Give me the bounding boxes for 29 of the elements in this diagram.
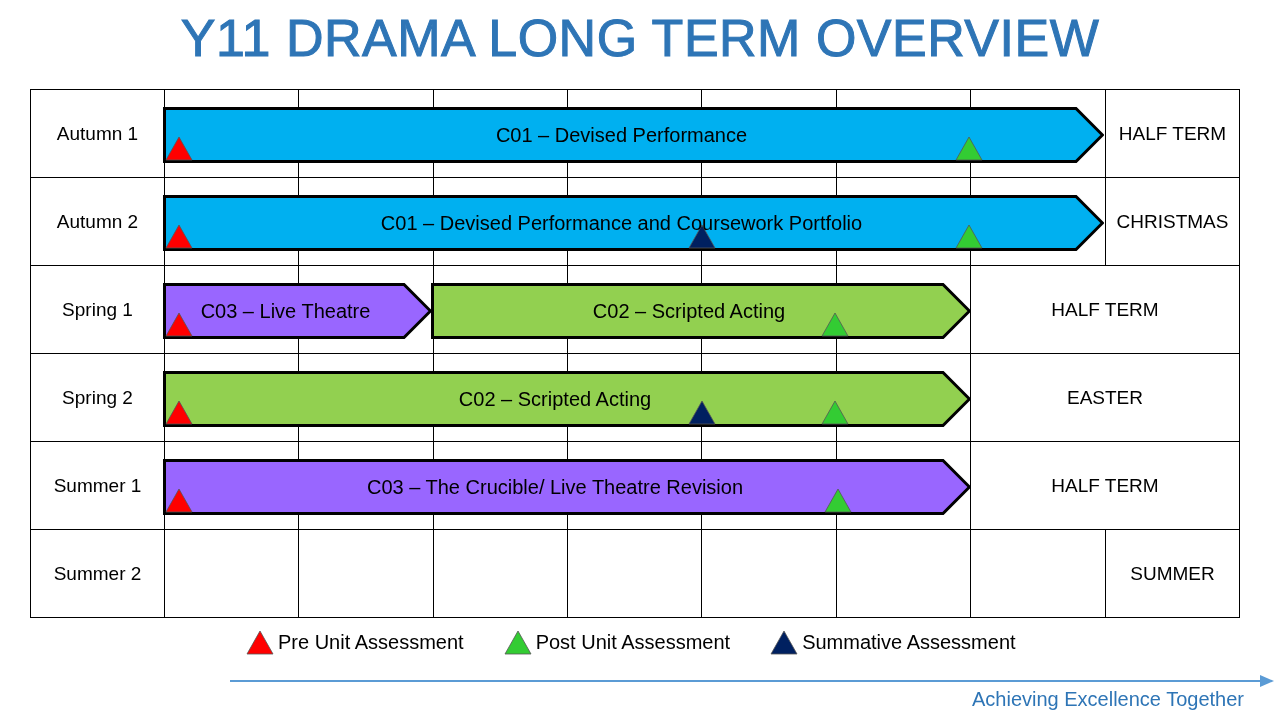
legend-text: Post Unit Assessment	[535, 631, 731, 654]
tagline: Achieving Excellence Together	[971, 688, 1244, 711]
holiday-label: SUMMER	[1130, 562, 1215, 585]
unit-arrow-bar	[163, 107, 1104, 163]
unit-arrow-bar	[163, 195, 1104, 251]
term-label: Spring 1	[62, 298, 133, 321]
unit-arrow-bar	[431, 283, 971, 339]
term-label: Autumn 2	[56, 210, 139, 233]
term-label: Summer 2	[53, 562, 142, 585]
unit-arrow-bar	[163, 371, 971, 427]
holiday-label: HALF TERM	[1118, 122, 1227, 145]
unit-title: C03 – The Crucible/ Live Theatre Revision	[365, 475, 745, 499]
unit-arrow-bar	[163, 459, 971, 515]
holiday-label: CHRISTMAS	[1116, 210, 1229, 233]
unit-title: C01 – Devised Performance	[494, 123, 749, 147]
term-label: Autumn 1	[56, 122, 139, 145]
unit-title: C03 – Live Theatre	[199, 299, 372, 323]
title: Y11 DRAMA LONG TERM OVERVIEW	[179, 8, 1101, 68]
holiday-label: HALF TERM	[1051, 474, 1159, 497]
term-label: Spring 2	[62, 386, 133, 409]
unit-title: C01 – Devised Performance and Coursework Portfolio	[379, 211, 864, 235]
legend-text: Pre Unit Assessment	[278, 631, 464, 654]
unit-arrow-bar	[163, 283, 432, 339]
legend-text: Summative Assessment	[802, 631, 1016, 654]
unit-title: C02 – Scripted Acting	[457, 387, 653, 411]
unit-title: C02 – Scripted Acting	[591, 299, 787, 323]
term-label: Summer 1	[53, 474, 142, 497]
holiday-label: HALF TERM	[1051, 298, 1159, 321]
holiday-label: EASTER	[1067, 386, 1143, 409]
